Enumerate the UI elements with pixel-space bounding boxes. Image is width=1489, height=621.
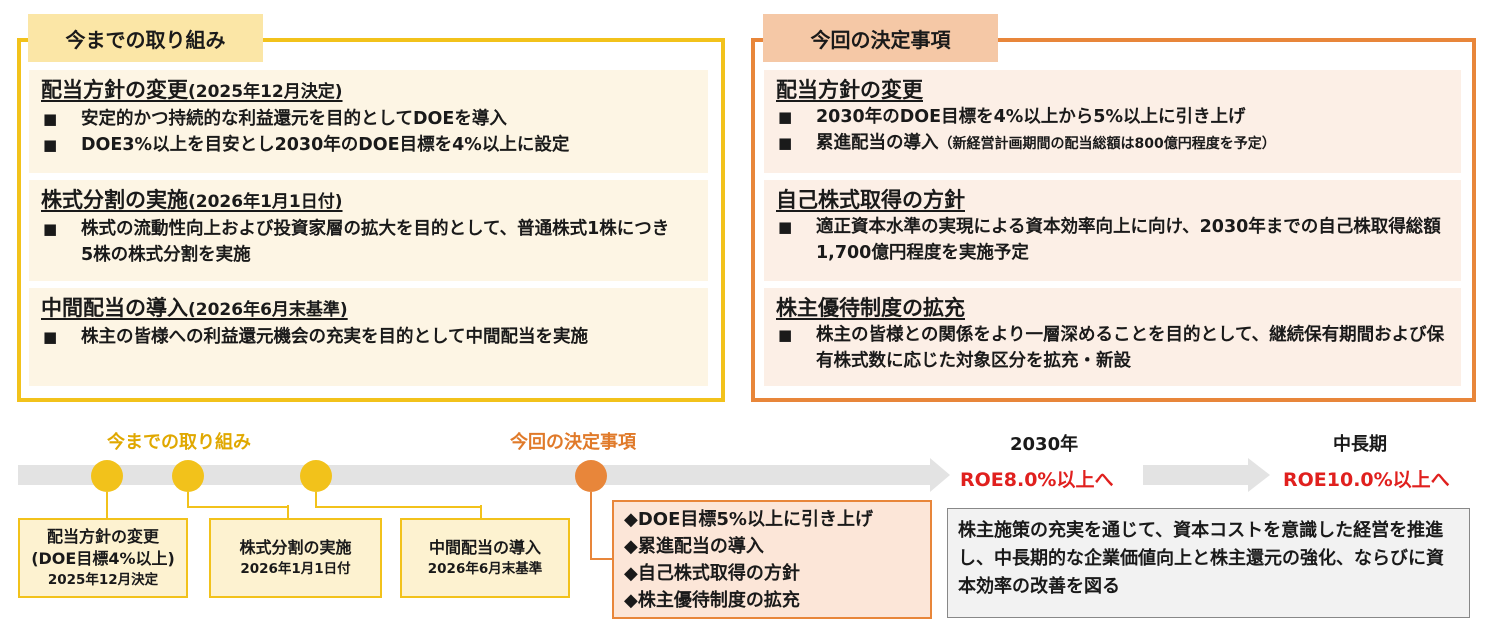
past-initiatives-tab: 今までの取り組み <box>28 14 263 62</box>
connector-past-3 <box>315 492 482 508</box>
card-title: 中間配当の導入(2026年6月末基準) <box>41 296 348 320</box>
connector-past-2 <box>187 492 289 508</box>
connector-past-3b <box>480 505 482 518</box>
past-card-interim-dividend: 中間配当の導入(2026年6月末基準) 株主の皆様への利益還元機会の充実を目的と… <box>29 288 708 386</box>
timeline-dot-past-3 <box>300 460 332 492</box>
timeline-label-2030: 2030年 <box>1010 434 1079 455</box>
current-card-dividend-policy: 配当方針の変更 2030年のDOE目標を4%以上から5%以上に引き上げ 累進配当… <box>764 70 1461 173</box>
connector-past-2b <box>287 505 289 518</box>
past-card-stock-split: 株式分割の実施(2026年1月1日付) 株式の流動性向上および投資家層の拡大を目… <box>29 180 708 281</box>
current-card-share-buyback: 自己株式取得の方針 適正資本水準の実現による資本効率向上に向け、2030年までの… <box>764 180 1461 281</box>
card-title: 株式分割の実施(2026年1月1日付) <box>41 188 343 212</box>
bullet-item: 株主の皆様との関係をより一層深めることを目的として、継続保有期間および保有株式数… <box>776 322 1456 374</box>
timeline-box-stock-split: 株式分割の実施 2026年1月1日付 <box>209 518 382 598</box>
timeline-dot-current <box>575 460 607 492</box>
bullet-item: 株式の流動性向上および投資家層の拡大を目的として、普通株式1株につき5株の株式分… <box>41 216 681 268</box>
current-decisions-tab: 今回の決定事項 <box>763 14 998 62</box>
bullet-item: 累進配当の導入（新経営計画期間の配当総額は800億円程度を予定） <box>776 130 1449 157</box>
timeline-label-current: 今回の決定事項 <box>510 432 636 453</box>
connector-past-1 <box>106 492 108 518</box>
decision-item: ◆累進配当の導入 <box>624 536 764 557</box>
timeline-box-dividend-policy: 配当方針の変更 (DOE目標4%以上) 2025年12月決定 <box>18 518 188 598</box>
connector-current <box>590 492 614 560</box>
timeline-arrow-main <box>18 458 950 492</box>
timeline-label-past: 今までの取り組み <box>107 432 251 453</box>
timeline-dot-past-1 <box>91 460 123 492</box>
roe-target-2030: ROE8.0%以上へ <box>960 469 1114 491</box>
past-initiatives-panel <box>17 38 725 402</box>
decision-item: ◆DOE目標5%以上に引き上げ <box>624 509 873 530</box>
decision-item: ◆自己株式取得の方針 <box>624 563 800 584</box>
timeline-dot-past-2 <box>172 460 204 492</box>
summary-box: 株主施策の充実を通じて、資本コストを意識した経営を推進し、中長期的な企業価値向上… <box>947 508 1470 618</box>
card-title: 配当方針の変更(2025年12月決定) <box>41 78 343 102</box>
past-card-dividend-policy: 配当方針の変更(2025年12月決定) 安定的かつ持続的な利益還元を目的としてD… <box>29 70 708 173</box>
card-title: 配当方針の変更 <box>776 78 923 102</box>
bullet-item: 安定的かつ持続的な利益還元を目的としてDOEを導入 <box>41 106 696 132</box>
current-card-shareholder-benefits: 株主優待制度の拡充 株主の皆様との関係をより一層深めることを目的として、継続保有… <box>764 288 1461 386</box>
timeline-arrows <box>18 458 1270 492</box>
bullet-item: 株主の皆様への利益還元機会の充実を目的として中間配当を実施 <box>41 324 721 350</box>
timeline-arrow-mid <box>1143 458 1270 492</box>
card-title: 株主優待制度の拡充 <box>776 296 965 320</box>
timeline-box-interim-dividend: 中間配当の導入 2026年6月末基準 <box>400 518 570 598</box>
card-title: 自己株式取得の方針 <box>776 188 965 212</box>
decision-item: ◆株主優待制度の拡充 <box>624 590 800 611</box>
bullet-item: DOE3%以上を目安とし2030年のDOE目標を4%以上に設定 <box>41 132 696 158</box>
timeline-label-midterm: 中長期 <box>1333 434 1387 455</box>
bullet-item: 2030年のDOE目標を4%以上から5%以上に引き上げ <box>776 104 1449 130</box>
timeline-box-current-decisions: ◆DOE目標5%以上に引き上げ ◆累進配当の導入 ◆自己株式取得の方針 ◆株主優… <box>612 500 932 619</box>
roe-target-midterm: ROE10.0%以上へ <box>1283 469 1450 491</box>
bullet-item: 適正資本水準の実現による資本効率向上に向け、2030年までの自己株取得総額1,7… <box>776 214 1486 266</box>
